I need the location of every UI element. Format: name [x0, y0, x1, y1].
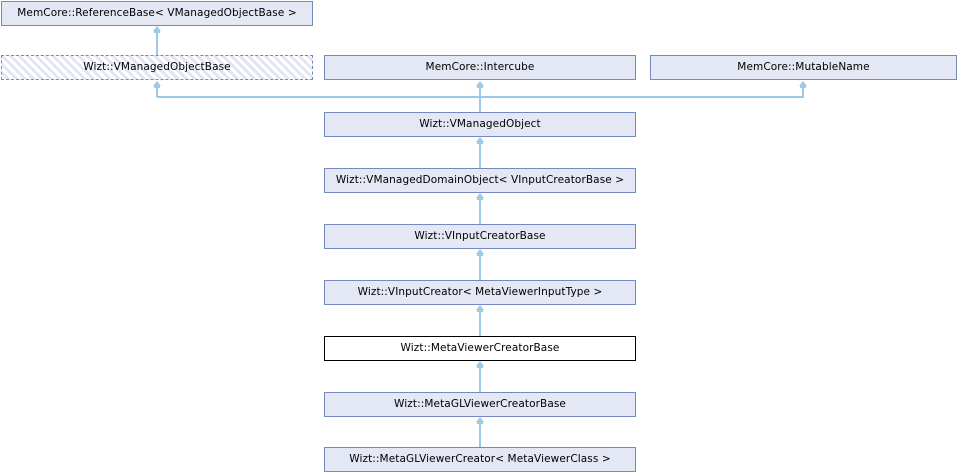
class-node-label: MemCore::Intercube — [425, 61, 535, 74]
class-node-referencebase[interactable]: MemCore::ReferenceBase< VManagedObjectBa… — [1, 1, 313, 26]
edge-metaviewercreatorbase-to-vinputcreator — [479, 310, 481, 336]
edge-vmanagedobject-to-mutablename — [802, 86, 804, 97]
class-node-label: Wizt::VManagedDomainObject< VInputCreato… — [335, 174, 625, 187]
edge-bus-horizontal-right — [479, 96, 804, 98]
edge-vinputcreator-to-vinputcreatorbase — [479, 254, 481, 280]
class-node-metaglviewercreator[interactable]: Wizt::MetaGLViewerCreator< MetaViewerCla… — [324, 447, 636, 472]
class-node-vmanagedobjectbase[interactable]: Wizt::VManagedObjectBase — [1, 55, 313, 80]
class-node-label: Wizt::VInputCreatorBase — [414, 230, 546, 243]
class-node-vmanageddomainobject[interactable]: Wizt::VManagedDomainObject< VInputCreato… — [324, 168, 636, 193]
edge-vmanagedobject-to-intercube — [479, 86, 481, 112]
class-node-label: Wizt::MetaGLViewerCreatorBase — [393, 398, 566, 411]
edge-metaglviewercreatorbase-to-metaviewercreatorbase — [479, 366, 481, 392]
class-node-vmanagedobject[interactable]: Wizt::VManagedObject — [324, 112, 636, 137]
class-node-metaglviewercreatorbase[interactable]: Wizt::MetaGLViewerCreatorBase — [324, 392, 636, 417]
arrowhead-vmanagedobject-to-vmanagedobjectbase — [153, 81, 161, 88]
arrowhead-vinputcreator-to-vinputcreatorbase — [476, 249, 484, 256]
class-node-metaviewercreatorbase[interactable]: Wizt::MetaViewerCreatorBase — [324, 336, 636, 361]
arrowhead-vmanageddomainobject-to-vmanagedobject — [476, 137, 484, 144]
class-node-label: Wizt::VManagedObjectBase — [83, 61, 231, 74]
edge-vmanagedobject-to-vmanagedobjectbase — [156, 86, 158, 97]
edge-bus-horizontal-left — [157, 96, 480, 98]
edge-metaglviewercreator-to-metaglviewercreatorbase — [479, 422, 481, 447]
class-node-label: MemCore::MutableName — [737, 61, 870, 74]
edge-vmanagedobjectbase-to-referencebase — [156, 31, 158, 55]
class-node-label: Wizt::MetaViewerCreatorBase — [400, 342, 560, 355]
arrowhead-vmanagedobject-to-mutablename — [799, 81, 807, 88]
class-node-intercube[interactable]: MemCore::Intercube — [324, 55, 636, 80]
class-node-label: Wizt::VInputCreator< MetaViewerInputType… — [357, 286, 603, 299]
arrowhead-metaviewercreatorbase-to-vinputcreator — [476, 305, 484, 312]
class-node-label: Wizt::MetaGLViewerCreator< MetaViewerCla… — [349, 453, 611, 466]
class-node-label: Wizt::VManagedObject — [419, 118, 541, 131]
class-node-vinputcreatorbase[interactable]: Wizt::VInputCreatorBase — [324, 224, 636, 249]
arrowhead-vmanagedobjectbase-to-referencebase — [153, 26, 161, 33]
arrowhead-vmanagedobject-to-intercube — [476, 81, 484, 88]
arrowhead-metaglviewercreator-to-metaglviewercreatorbase — [476, 417, 484, 424]
edge-vmanageddomainobject-to-vmanagedobject — [479, 142, 481, 168]
class-node-label: MemCore::ReferenceBase< VManagedObjectBa… — [17, 7, 297, 20]
arrowhead-metaglviewercreatorbase-to-metaviewercreatorbase — [476, 361, 484, 368]
class-node-vinputcreator[interactable]: Wizt::VInputCreator< MetaViewerInputType… — [324, 280, 636, 305]
edge-vinputcreatorbase-to-vmanageddomainobject — [479, 198, 481, 224]
arrowhead-vinputcreatorbase-to-vmanageddomainobject — [476, 193, 484, 200]
class-node-mutablename[interactable]: MemCore::MutableName — [650, 55, 957, 80]
